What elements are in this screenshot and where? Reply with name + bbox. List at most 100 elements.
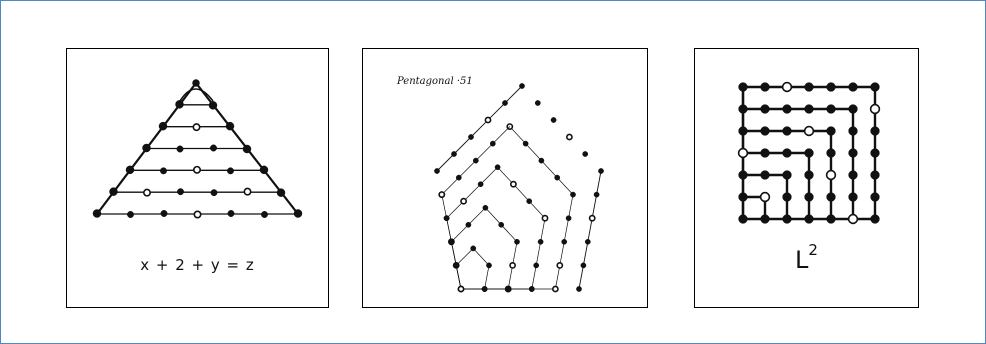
dot: [598, 168, 603, 173]
dot: [473, 158, 478, 163]
dot: [849, 127, 858, 136]
dot: [871, 105, 880, 114]
dot: [159, 122, 167, 130]
dot: [511, 182, 516, 187]
dot: [243, 145, 251, 153]
dot: [161, 210, 167, 216]
dot: [783, 215, 792, 224]
pentagonal-panel: Pentagonal ·51: [362, 48, 648, 308]
pentagon-edge: [579, 171, 601, 289]
dot: [849, 83, 858, 92]
dot: [805, 171, 814, 180]
dot: [486, 263, 491, 268]
square-label-base: L: [795, 246, 808, 274]
dot: [551, 117, 556, 122]
dot: [849, 171, 858, 180]
dot: [827, 193, 836, 202]
dot: [194, 211, 200, 217]
dot: [294, 210, 302, 218]
pentagon-edge: [485, 265, 489, 289]
dot: [193, 80, 200, 87]
dot: [529, 286, 534, 291]
dot: [444, 216, 449, 221]
dot: [261, 211, 267, 217]
dot: [93, 210, 101, 218]
dot: [871, 215, 880, 224]
dot: [761, 149, 770, 158]
dot: [761, 215, 770, 224]
dot: [761, 171, 770, 180]
pentagonal-label: Pentagonal ·51: [397, 76, 473, 87]
dot: [739, 215, 748, 224]
dot: [226, 122, 234, 130]
dot: [502, 100, 507, 105]
dot: [739, 149, 748, 158]
dot: [434, 168, 439, 173]
dot: [468, 134, 473, 139]
dot: [110, 188, 118, 196]
dot: [514, 239, 519, 244]
dot: [260, 166, 268, 174]
dot: [461, 199, 466, 204]
dot: [739, 127, 748, 136]
dot: [805, 215, 814, 224]
dot: [783, 83, 792, 92]
dot: [576, 286, 581, 291]
dot: [449, 239, 454, 244]
dot: [594, 192, 599, 197]
dot: [209, 101, 217, 109]
dot: [466, 222, 471, 227]
dot: [783, 127, 792, 136]
dot: [485, 117, 490, 122]
dot: [538, 239, 543, 244]
dot: [144, 189, 150, 195]
dot: [871, 193, 880, 202]
dot: [827, 105, 836, 114]
dot: [585, 239, 590, 244]
dot: [570, 192, 575, 197]
dot: [761, 105, 770, 114]
pentagonal-dot-diagram: [363, 49, 647, 307]
dot: [126, 166, 134, 174]
dot: [783, 149, 792, 158]
dot: [127, 211, 133, 217]
dot: [555, 175, 560, 180]
dot: [553, 286, 558, 291]
dot: [277, 189, 285, 197]
dot: [739, 193, 748, 202]
pentagon-edge: [447, 167, 498, 218]
dot: [805, 127, 814, 136]
dot: [739, 105, 748, 114]
dot: [871, 83, 880, 92]
dot: [783, 105, 792, 114]
dot: [542, 216, 547, 221]
dot: [849, 193, 858, 202]
dot: [557, 263, 562, 268]
dot: [871, 149, 880, 158]
dot: [523, 141, 528, 146]
dot: [176, 100, 184, 108]
dot: [490, 141, 495, 146]
dot: [193, 124, 199, 130]
dot: [478, 182, 483, 187]
dot: [827, 215, 836, 224]
dot: [761, 83, 770, 92]
dot: [849, 149, 858, 158]
dot: [534, 263, 539, 268]
dot: [739, 171, 748, 180]
dot: [228, 210, 234, 216]
dot: [482, 286, 487, 291]
dot: [849, 105, 858, 114]
dot: [177, 188, 183, 194]
dot: [827, 83, 836, 92]
dot: [499, 222, 504, 227]
dot: [451, 151, 456, 156]
dot: [454, 263, 459, 268]
dot: [805, 105, 814, 114]
dot: [210, 145, 216, 151]
dot: [566, 216, 571, 221]
dot: [827, 171, 836, 180]
dot: [177, 146, 183, 152]
dot: [535, 100, 540, 105]
triangle-equation: x + 2 + y = z: [67, 256, 328, 274]
